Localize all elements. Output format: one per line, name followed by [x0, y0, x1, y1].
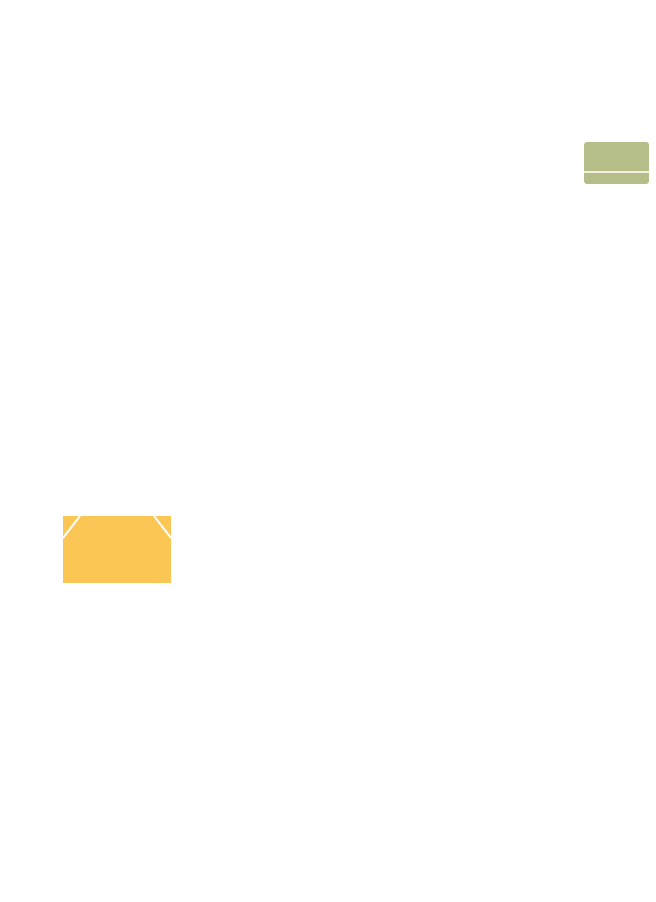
envelope-left-fold — [63, 516, 81, 539]
envelope-body — [63, 516, 171, 583]
tag-stripe — [584, 171, 649, 173]
yellow-envelope-shape — [63, 516, 171, 583]
envelope-icon — [63, 516, 171, 583]
envelope-right-fold — [153, 516, 171, 539]
green-tag-shape — [584, 142, 649, 184]
